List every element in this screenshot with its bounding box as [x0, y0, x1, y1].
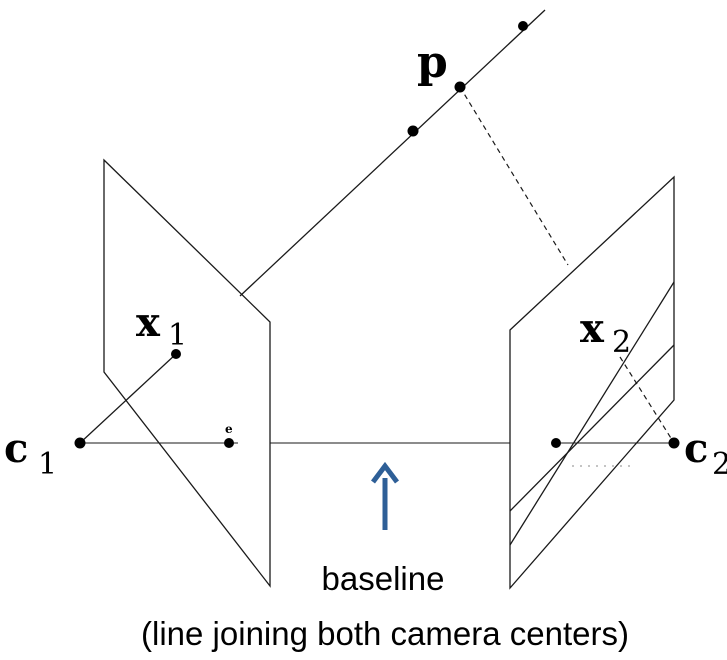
- point-far: [518, 21, 528, 31]
- label-c2: c: [684, 425, 708, 472]
- label-p: p: [417, 37, 448, 88]
- projection-p-c2-upper: [459, 86, 569, 266]
- point-epipole-right: [551, 438, 561, 448]
- label-c1-subscript: 1: [38, 447, 57, 482]
- label-x2: x: [580, 305, 605, 352]
- point-p: [454, 81, 466, 93]
- point-x1: [171, 349, 181, 359]
- label-c2-subscript: 2: [712, 447, 727, 482]
- point-near: [407, 125, 419, 137]
- caption-baseline-description: (line joining both camera centers): [141, 615, 629, 652]
- epipolar-line: [509, 281, 675, 546]
- ray-to-p: [239, 9, 546, 297]
- label-x1-subscript: 1: [168, 318, 187, 353]
- projection-p-c2-lower: [619, 356, 675, 444]
- caption-baseline: baseline: [322, 560, 445, 597]
- ray-c1-x1: [79, 353, 177, 444]
- label-x2-subscript: 2: [612, 325, 631, 360]
- left-image-plane: [103, 158, 271, 588]
- label-c1: c: [4, 425, 28, 472]
- baseline-arrow-icon: [371, 461, 399, 530]
- point-epipole-left: [224, 438, 234, 448]
- label-x1: x: [136, 299, 161, 346]
- point-c1: [74, 437, 86, 449]
- right-image-plane: [509, 175, 675, 590]
- label-epipole: e: [225, 422, 233, 436]
- epipolar-line-lower: [509, 344, 675, 512]
- point-c2: [668, 437, 680, 449]
